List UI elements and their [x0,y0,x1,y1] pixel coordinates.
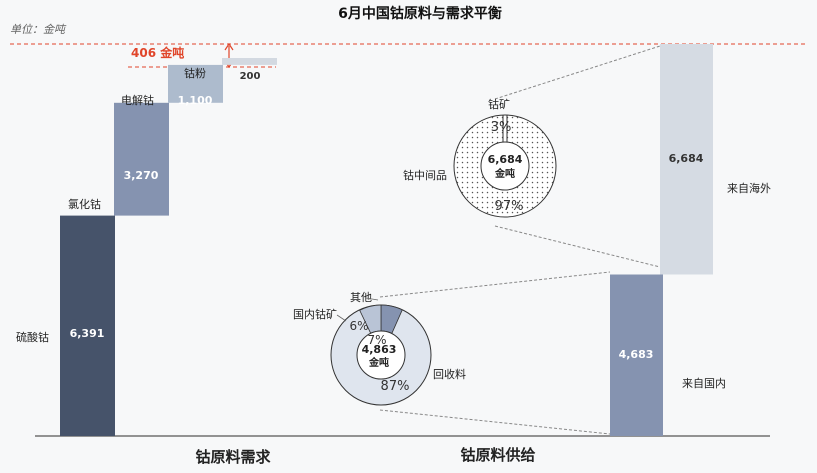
donut-overseas-pct-1: 97% [495,199,524,214]
donut-domestic [330,304,432,406]
supply-bars [610,44,713,436]
donut-domestic-pct-1: 6% [349,319,368,333]
bar-demand-3 [222,58,277,65]
category-label-demand-0: 硫酸钴 [16,330,49,344]
value-label-demand-2: 1,100 [178,94,213,107]
donut-domestic-total: 4,863 [362,343,397,356]
category-label-demand-2: 电解钴 [121,93,154,107]
donut-domestic-leader-ore [336,314,347,322]
value-label-demand-0: 6,391 [70,327,105,340]
donut-overseas [453,114,557,218]
demand-bars [60,58,277,436]
bar-demand-1 [114,102,169,216]
bar-supply-1 [660,44,713,275]
category-label-supply-1: 来自海外 [727,181,771,195]
demand-value-labels: 6,391 3,270 1,100 200 [70,71,261,340]
demand-category-labels: 硫酸钴 氯化钴 电解钴 钴粉 [16,66,206,344]
bar-demand-0 [60,215,115,436]
donut-domestic-label-2: 回收料 [433,367,466,381]
connector-domestic-bottom [379,409,611,435]
value-label-supply-1: 6,684 [669,152,704,165]
donut-domestic-pct-2: 87% [381,379,410,394]
donut-overseas-hole [480,141,530,191]
value-label-demand-1: 3,270 [124,169,159,182]
donut-overseas-label-0: 钴矿 [488,97,510,111]
donut-domestic-hole [356,330,406,380]
donut-overseas-total: 6,684 [488,153,523,166]
value-label-demand-3: 200 [240,71,261,82]
gap-label: 406 金吨 [131,45,184,60]
donut-overseas-label-1: 钴中间品 [403,168,447,182]
bar-demand-2 [168,64,223,103]
donut-domestic-label-0: 其他 [350,291,372,304]
donut-overseas-pct-0: 3% [491,120,512,135]
unit-label: 单位：金吨 [10,23,67,36]
category-label-demand-1: 氯化钴 [68,197,101,211]
chart-title: 6月中国钴原料与需求平衡 [338,5,502,22]
gap-arrow-head-up [224,42,234,51]
donut-domestic-label-1: 国内钴矿 [293,307,337,321]
demand-group-label: 钴原料需求 [195,448,271,466]
category-label-supply-0: 来自国内 [682,376,726,390]
value-label-supply-0: 4,683 [619,348,654,361]
donut-overseas-unit: 金吨 [494,167,515,180]
connector-overseas-bottom [494,225,661,268]
donut-domestic-unit: 金吨 [368,356,389,369]
donut-domestic-leader-other [365,297,379,301]
connector-domestic-top [379,271,611,298]
donut-domestic-pct-0: 7% [367,333,386,347]
supply-group-label: 钴原料供给 [460,446,535,464]
bar-supply-0 [610,274,663,436]
category-label-demand-3: 钴粉 [184,66,206,80]
connector-overseas-top [494,45,661,100]
